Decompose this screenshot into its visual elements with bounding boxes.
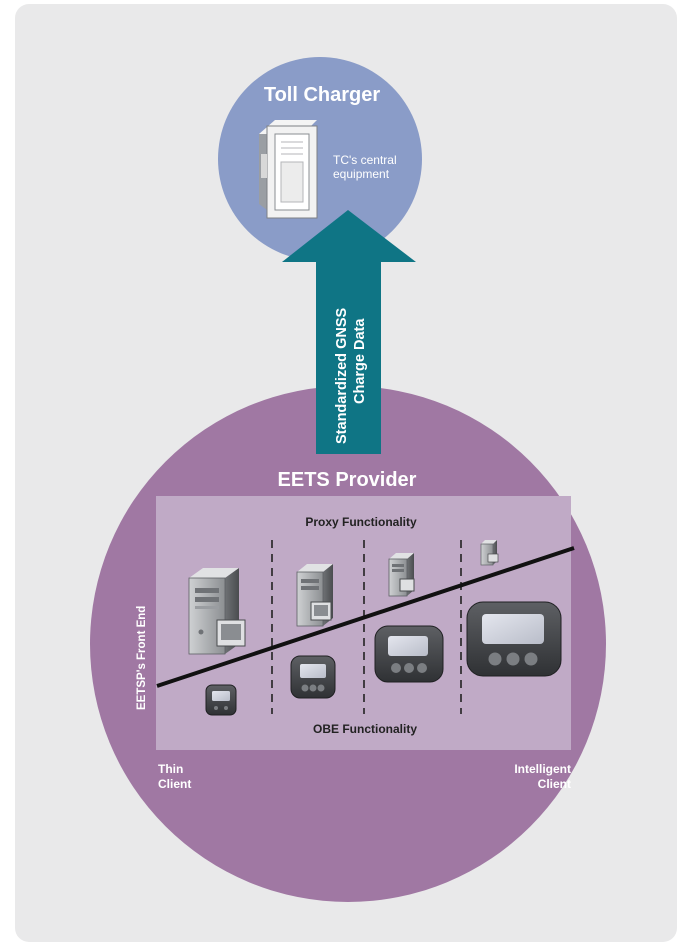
- front-end-label: EETSP's Front End: [136, 606, 148, 710]
- diagram-canvas: Toll Charger TC's central equipment Stan…: [90, 57, 606, 902]
- equipment-label-line2: equipment: [333, 167, 390, 181]
- obe-device-icon-large: [466, 601, 562, 677]
- proxy-server-icon-small: [388, 553, 415, 597]
- proxy-server-icon-large: [188, 568, 246, 655]
- proxy-server-icon-tiny: [480, 540, 499, 566]
- arrow-label-line2: Charge Data: [352, 318, 368, 404]
- central-equipment-icon: [259, 120, 318, 219]
- thin-client-line2: Client: [158, 777, 191, 791]
- intelligent-client-line1: Intelligent: [514, 762, 571, 776]
- functionality-boundary-line: [156, 546, 575, 688]
- obe-functionality-label: OBE Functionality: [313, 722, 417, 736]
- proxy-functionality-label: Proxy Functionality: [305, 515, 417, 529]
- diagram-frame: Toll Charger TC's central equipment Stan…: [15, 4, 677, 942]
- intelligent-client-line2: Client: [538, 777, 571, 791]
- obe-device-icon-small: [290, 655, 336, 699]
- thin-client-line1: Thin: [158, 762, 183, 776]
- toll-charger-title: Toll Charger: [264, 84, 381, 106]
- arrow-label-line1: Standardized GNSS: [334, 308, 350, 444]
- charge-data-arrow: [282, 210, 416, 454]
- obe-device-icon-tiny: [205, 684, 237, 716]
- obe-device-icon-medium: [374, 625, 444, 683]
- eets-provider-title: EETS Provider: [278, 469, 417, 491]
- proxy-server-icon-medium: [296, 564, 333, 627]
- equipment-label-line1: TC's central: [333, 153, 397, 167]
